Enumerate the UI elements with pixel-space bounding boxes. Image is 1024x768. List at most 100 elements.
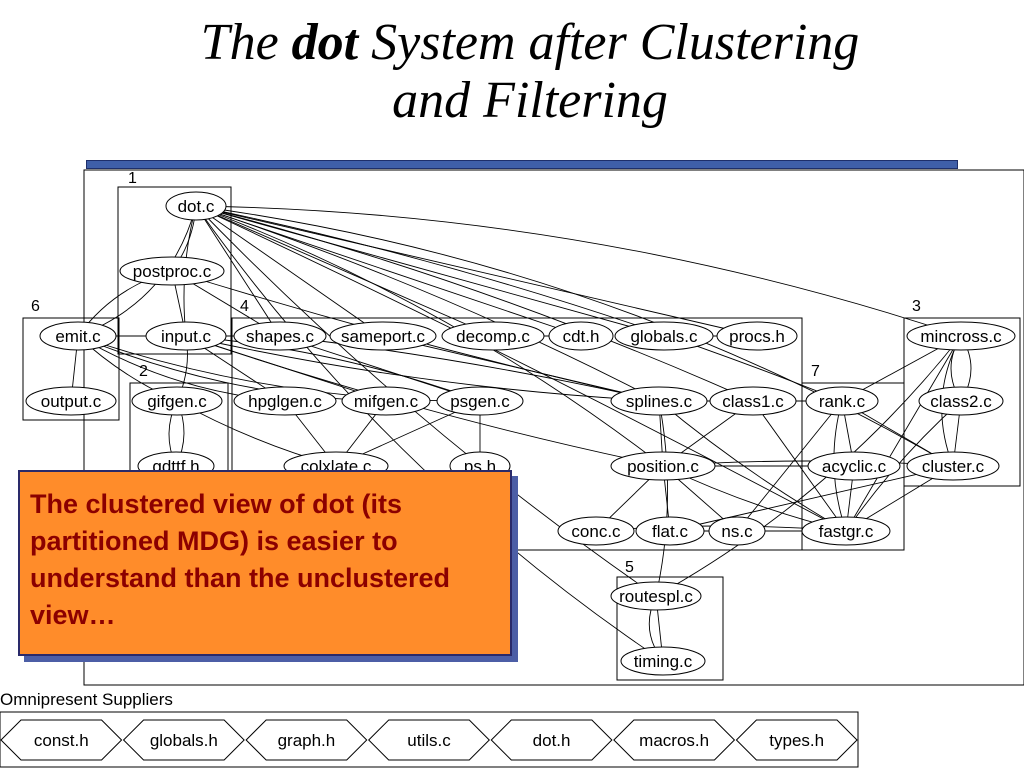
omni-item-macros-h[interactable]: macros.h — [613, 719, 736, 761]
node-shape — [635, 516, 705, 546]
node-shape — [329, 321, 437, 351]
node-shape — [119, 256, 225, 286]
node-flat-c[interactable]: flat.c — [635, 516, 705, 546]
omnipresent-label: Omnipresent Suppliers — [0, 690, 173, 709]
node-fastgr-c[interactable]: fastgr.c — [801, 516, 891, 546]
node-routespl-c[interactable]: routespl.c — [610, 581, 702, 611]
omni-item-utils-c[interactable]: utils.c — [368, 719, 490, 761]
node-ns-c[interactable]: ns.c — [708, 516, 766, 546]
node-sameport-c[interactable]: sameport.c — [329, 321, 437, 351]
omni-item-types-h[interactable]: types.h — [735, 719, 858, 761]
edge-cluster-c-flat-c — [669, 465, 954, 532]
node-shape — [614, 321, 714, 351]
node-dot-c[interactable]: dot.c — [165, 191, 227, 221]
node-psgen-c[interactable]: psgen.c — [436, 386, 524, 416]
omni-shape — [368, 719, 490, 761]
edge-input-c-psgen-c — [185, 335, 481, 402]
edge-rank-c-ns-c — [736, 400, 843, 532]
node-shape — [341, 386, 431, 416]
node-cdt-h[interactable]: cdt.h — [548, 321, 614, 351]
node-shape — [805, 386, 879, 416]
node-shape — [620, 646, 706, 676]
node-shape — [906, 321, 1016, 351]
omni-shape — [122, 719, 245, 761]
node-output-c[interactable]: output.c — [25, 386, 117, 416]
node-shape — [610, 581, 702, 611]
edge-dot-c-globals-c — [195, 205, 665, 337]
omni-shape — [490, 719, 613, 761]
node-cluster-c[interactable]: cluster.c — [906, 451, 1000, 481]
node-shape — [716, 321, 798, 351]
node-decomp-c[interactable]: decomp.c — [441, 321, 545, 351]
node-label: cluster.c — [922, 457, 985, 476]
node-shape — [807, 451, 901, 481]
node-mifgen-c[interactable]: mifgen.c — [341, 386, 431, 416]
node-label: mifgen.c — [354, 392, 419, 411]
omni-item-label: graph.h — [278, 731, 336, 750]
node-gifgen-c[interactable]: gifgen.c — [131, 386, 223, 416]
node-acyclic-c[interactable]: acyclic.c — [807, 451, 901, 481]
node-hpglgen-c[interactable]: hpglgen.c — [233, 386, 337, 416]
graph-frame — [83, 169, 1024, 686]
edge-class2-c-fastgr-c — [845, 400, 962, 532]
node-label: routespl.c — [619, 587, 693, 606]
node-label: procs.h — [729, 327, 785, 346]
omni-item-dot-h[interactable]: dot.h — [490, 719, 613, 761]
omni-shape — [0, 719, 123, 761]
node-shape — [441, 321, 545, 351]
node-splines-c[interactable]: splines.c — [610, 386, 708, 416]
edge-dot-c-decomp-c — [195, 205, 494, 337]
node-label: mincross.c — [920, 327, 1002, 346]
node-emit-c[interactable]: emit.c — [39, 321, 117, 351]
node-label: class1.c — [722, 392, 784, 411]
edge-dot-c-procs-h — [195, 205, 758, 337]
callout-box: The clustered view of dot (its partition… — [18, 470, 512, 656]
omni-shape — [735, 719, 858, 761]
node-shape — [557, 516, 635, 546]
node-label: class2.c — [930, 392, 992, 411]
cluster-1 — [117, 186, 232, 355]
node-conc-c[interactable]: conc.c — [557, 516, 635, 546]
node-label: flat.c — [652, 522, 688, 541]
node-class2-c[interactable]: class2.c — [918, 386, 1004, 416]
node-procs-h[interactable]: procs.h — [716, 321, 798, 351]
title-divider — [86, 160, 958, 169]
cluster-label-5: 5 — [625, 559, 634, 576]
node-label: psgen.c — [450, 392, 510, 411]
node-input-c[interactable]: input.c — [145, 321, 227, 351]
node-label: decomp.c — [456, 327, 530, 346]
edge-dot-c-sameport-c — [195, 205, 384, 337]
edge-mincross-c-routespl-c — [655, 335, 962, 597]
node-shapes-c[interactable]: shapes.c — [233, 321, 327, 351]
node-postproc-c[interactable]: postproc.c — [119, 256, 225, 286]
omni-item-globals-h[interactable]: globals.h — [122, 719, 245, 761]
node-shape — [233, 321, 327, 351]
edge-dot-c-position-c — [195, 205, 664, 467]
node-globals-c[interactable]: globals.c — [614, 321, 714, 351]
cluster-label-3: 3 — [912, 298, 921, 315]
node-shape — [801, 516, 891, 546]
node-shape — [131, 386, 223, 416]
node-shape — [165, 191, 227, 221]
cluster-label-6: 6 — [31, 298, 40, 315]
omni-item-label: const.h — [34, 731, 89, 750]
edge-splines-c-fastgr-c — [658, 400, 847, 532]
node-timing-c[interactable]: timing.c — [620, 646, 706, 676]
node-rank-c[interactable]: rank.c — [805, 386, 879, 416]
edge-dot-c-class1-c — [195, 205, 754, 402]
omni-item-label: utils.c — [407, 731, 451, 750]
edge-splines-c-routespl-c — [655, 400, 669, 597]
node-shape — [708, 516, 766, 546]
node-label: conc.c — [571, 522, 621, 541]
node-class1-c[interactable]: class1.c — [709, 386, 797, 416]
cluster-label-1: 1 — [128, 170, 137, 187]
slide-title: The dot System after Clustering and Filt… — [0, 14, 1024, 130]
node-position-c[interactable]: position.c — [610, 451, 716, 481]
omni-item-const-h[interactable]: const.h — [0, 719, 123, 761]
node-label: fastgr.c — [819, 522, 874, 541]
node-label: cdt.h — [563, 327, 600, 346]
omni-item-graph-h[interactable]: graph.h — [245, 719, 368, 761]
node-mincross-c[interactable]: mincross.c — [906, 321, 1016, 351]
node-label: input.c — [161, 327, 212, 346]
